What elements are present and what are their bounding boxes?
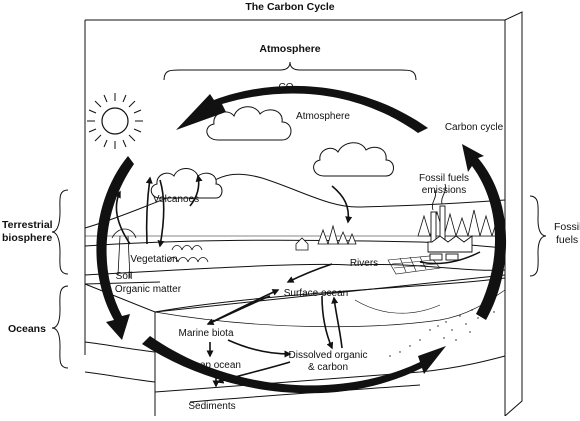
oceans-brace <box>52 286 68 368</box>
dissolved-label-2: & carbon <box>308 362 348 373</box>
terrestrial-label-1: Terrestrial <box>2 219 53 231</box>
soil-label: Soil <box>116 271 133 282</box>
terrestrial-brace <box>52 190 68 274</box>
house-icon <box>296 238 308 250</box>
carbon-cycle-label: Carbon cycle <box>445 122 504 133</box>
vegetation-label: Vegetation <box>130 254 177 265</box>
oceans-label: Oceans <box>8 323 46 335</box>
arrow-biota-to-surface <box>208 290 278 324</box>
organic-matter-label: Organic matter <box>115 284 182 295</box>
sun-icon <box>87 93 143 149</box>
cloud-icon <box>314 143 394 176</box>
marine-biota-label: Marine biota <box>178 328 233 339</box>
fossil-emissions-label-1: Fossil fuels <box>419 173 469 184</box>
terrestrial-label-2: biosphere <box>2 232 52 244</box>
diagram-title: The Carbon Cycle <box>245 1 334 13</box>
dissolved-label-1: Dissolved organic <box>289 350 368 361</box>
fossil-fuels-label-1: Fossil <box>554 221 580 233</box>
atmosphere-label: Atmosphere <box>296 111 350 122</box>
surface-ocean-label: Surface ocean <box>284 288 349 299</box>
arrow-biota-to-dissolved <box>228 340 290 354</box>
arrow-surface-to-dissolved <box>322 296 332 348</box>
atmosphere-header: Atmosphere <box>259 43 320 55</box>
arrow-rivers-down <box>288 264 332 282</box>
deep-ocean-label: Deep ocean <box>187 360 241 371</box>
arrow-vegetation-up <box>147 178 150 244</box>
fossil-fuels-label-2: fuels <box>556 234 578 246</box>
arrow-dissolved-to-surface <box>334 298 342 348</box>
rivers-label: Rivers <box>350 258 378 269</box>
atmosphere-brace <box>164 62 416 80</box>
fossil-emissions-label-2: emissions <box>422 185 466 196</box>
volcanoes-label: Volcanoes <box>153 194 199 205</box>
sediments-label: Sediments <box>188 401 235 412</box>
fossil-brace <box>530 196 546 276</box>
